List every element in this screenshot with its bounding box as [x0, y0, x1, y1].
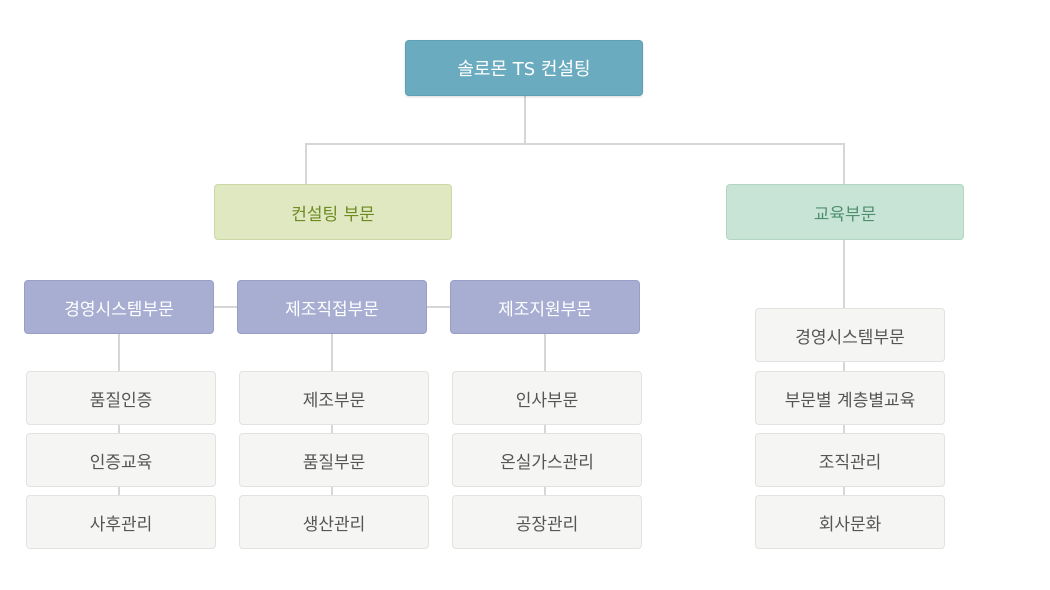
item-node: 공장관리: [452, 495, 642, 549]
item-label: 품질인증: [89, 390, 153, 411]
item-label: 인사부문: [515, 390, 579, 411]
root-label: 솔로몬 TS 컨설팅: [457, 59, 591, 80]
education-department: 교육부문: [726, 184, 964, 240]
item-node: 온실가스관리: [452, 433, 642, 487]
education-item: 경영시스템부문: [755, 308, 945, 362]
item-label: 조직관리: [818, 452, 882, 473]
group-label: 제조지원부문: [498, 299, 592, 320]
group-direct-manufacturing: 제조직접부문: [237, 280, 427, 334]
item-node: 생산관리: [239, 495, 429, 549]
item-label: 사후관리: [89, 514, 153, 535]
connector-group3-down: [544, 334, 546, 520]
education-item: 부문별 계층별교육: [755, 371, 945, 425]
item-node: 인증교육: [26, 433, 216, 487]
item-label: 온실가스관리: [500, 452, 594, 473]
connector-to-education: [843, 143, 845, 184]
item-node: 제조부문: [239, 371, 429, 425]
item-label: 회사문화: [818, 514, 882, 535]
connector-group2-down: [331, 334, 333, 520]
item-label: 부문별 계층별교육: [784, 390, 916, 411]
group-manufacturing-support: 제조지원부문: [450, 280, 640, 334]
group-label: 제조직접부문: [285, 299, 379, 320]
item-node: 품질부문: [239, 433, 429, 487]
connector-to-consulting: [305, 143, 307, 184]
consulting-label: 컨설팅 부문: [291, 204, 375, 225]
group-label: 경영시스템부문: [64, 299, 174, 320]
item-node: 품질인증: [26, 371, 216, 425]
item-label: 공장관리: [515, 514, 579, 535]
connector-root-down: [524, 96, 526, 144]
item-label: 생산관리: [302, 514, 366, 535]
education-label: 교육부문: [813, 204, 877, 225]
item-node: 인사부문: [452, 371, 642, 425]
item-node: 사후관리: [26, 495, 216, 549]
education-item: 조직관리: [755, 433, 945, 487]
root-node: 솔로몬 TS 컨설팅: [405, 40, 643, 96]
item-label: 제조부문: [302, 390, 366, 411]
connector-group1-down: [118, 334, 120, 520]
connector-horizontal-top: [305, 143, 845, 145]
consulting-department: 컨설팅 부문: [214, 184, 452, 240]
group-management-system: 경영시스템부문: [24, 280, 214, 334]
item-label: 경영시스템부문: [795, 327, 905, 348]
education-item: 회사문화: [755, 495, 945, 549]
item-label: 품질부문: [302, 452, 366, 473]
item-label: 인증교육: [89, 452, 153, 473]
